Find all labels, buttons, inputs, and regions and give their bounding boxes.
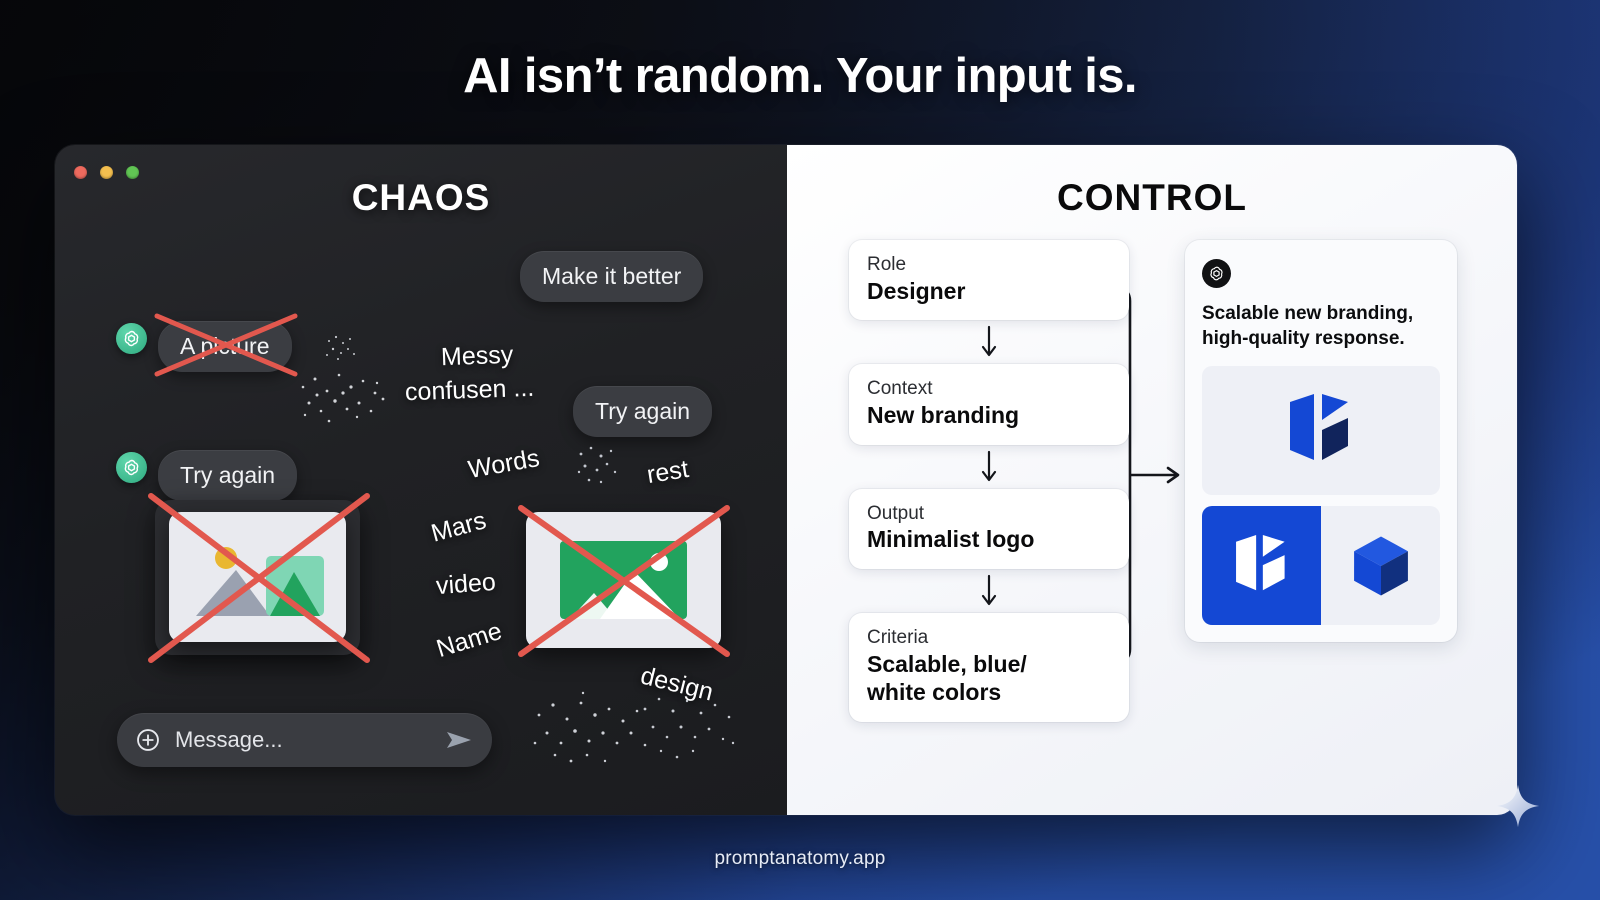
send-arrow-icon[interactable] xyxy=(444,728,474,752)
result-text: Scalable new branding, high-quality resp… xyxy=(1202,303,1414,350)
flow-arrow-1 xyxy=(849,320,1129,364)
chip-a-picture[interactable]: A picture xyxy=(158,321,292,372)
arrow-down-icon xyxy=(981,326,997,357)
flow-card-output[interactable]: Output Minimalist logo xyxy=(849,488,1129,569)
flow-card-key: Context xyxy=(867,378,933,400)
prompt-anatomy-flow: Role Designer Context New branding Outpu… xyxy=(849,240,1129,722)
chip-try-again-upper[interactable]: Try again xyxy=(573,386,713,437)
openai-avatar-icon-2 xyxy=(116,452,147,483)
flow-arrow-3 xyxy=(849,569,1129,613)
noise-cloud-icon-3 xyxy=(577,446,617,484)
zoom-button-icon[interactable] xyxy=(126,166,139,179)
minimize-button-icon[interactable] xyxy=(100,166,113,179)
noise-cloud-icon-1 xyxy=(326,335,355,360)
window-traffic-lights[interactable] xyxy=(74,166,139,179)
flow-card-key: Role xyxy=(867,254,907,275)
openai-avatar-icon xyxy=(116,323,147,354)
page-title: AI isn’t random. Your input is. xyxy=(463,49,1137,103)
arrow-down-icon xyxy=(981,574,997,605)
scatter-word-confusen: confusen ... xyxy=(404,373,535,407)
flow-card-criteria[interactable]: Criteria Scalable, blue/ white colors xyxy=(849,612,1129,722)
scatter-word-words: Words xyxy=(466,443,542,485)
noise-cloud-icon-2 xyxy=(301,373,385,423)
flow-card-context[interactable]: Context New branding xyxy=(849,364,1129,445)
openai-logo-icon xyxy=(1202,259,1231,288)
result-card[interactable]: Scalable new branding, high-quality resp… xyxy=(1185,240,1457,643)
flow-card-key: Output xyxy=(867,502,925,524)
plus-circle-icon[interactable] xyxy=(135,727,161,753)
image-placeholder-icon-2 xyxy=(560,541,687,619)
logo-variant-row xyxy=(1202,506,1440,626)
scatter-word-messy: Messy xyxy=(440,340,514,372)
scatter-word-video: video xyxy=(435,567,497,601)
crossed-image-right[interactable] xyxy=(526,512,721,648)
chaos-title: CHAOS xyxy=(351,177,491,218)
flow-card-value: Designer xyxy=(867,277,966,304)
logo-cube-blue-on-light[interactable] xyxy=(1321,506,1440,626)
control-title: CONTROL xyxy=(1057,177,1247,218)
scatter-word-rest: rest xyxy=(644,454,691,490)
flow-card-role[interactable]: Role Designer xyxy=(849,240,1129,321)
image-placeholder-icon xyxy=(169,512,346,642)
chaos-pane: CHAOS Make it better A picture Try again… xyxy=(55,145,787,815)
message-composer[interactable]: Message... xyxy=(117,713,492,767)
flow-card-value: Minimalist logo xyxy=(867,526,1035,553)
brand-chevron-icon xyxy=(1290,393,1348,460)
close-button-icon[interactable] xyxy=(74,166,87,179)
chip-make-it-better[interactable]: Make it better xyxy=(520,251,704,302)
brand-chevron-icon-inverse xyxy=(1235,534,1285,590)
sparkle-icon xyxy=(1496,784,1540,828)
scatter-word-mars: Mars xyxy=(428,506,490,548)
noise-cloud-icon-5 xyxy=(643,697,735,759)
noise-cloud-icon-4 xyxy=(533,691,647,763)
control-pane: CONTROL Role Designer Context New brandi… xyxy=(787,145,1517,815)
flow-card-key: Criteria xyxy=(867,626,929,648)
scatter-word-name: Name xyxy=(433,616,506,664)
footer-url: promptanatomy.app xyxy=(714,848,886,869)
message-input-placeholder[interactable]: Message... xyxy=(175,727,283,752)
arrow-down-icon xyxy=(981,450,997,481)
crossed-image-left[interactable] xyxy=(155,500,360,655)
flow-card-value: Scalable, blue/ white colors xyxy=(867,650,1027,706)
logo-chevron-white-on-blue[interactable] xyxy=(1202,506,1321,626)
app-window: CHAOS Make it better A picture Try again… xyxy=(55,145,1517,815)
brand-cube-icon xyxy=(1353,536,1408,596)
chip-try-again-lower[interactable]: Try again xyxy=(158,450,298,501)
flow-arrow-2 xyxy=(849,445,1129,489)
flow-card-value: New branding xyxy=(867,402,1020,429)
logo-chevron-blue-on-light[interactable] xyxy=(1202,366,1440,496)
